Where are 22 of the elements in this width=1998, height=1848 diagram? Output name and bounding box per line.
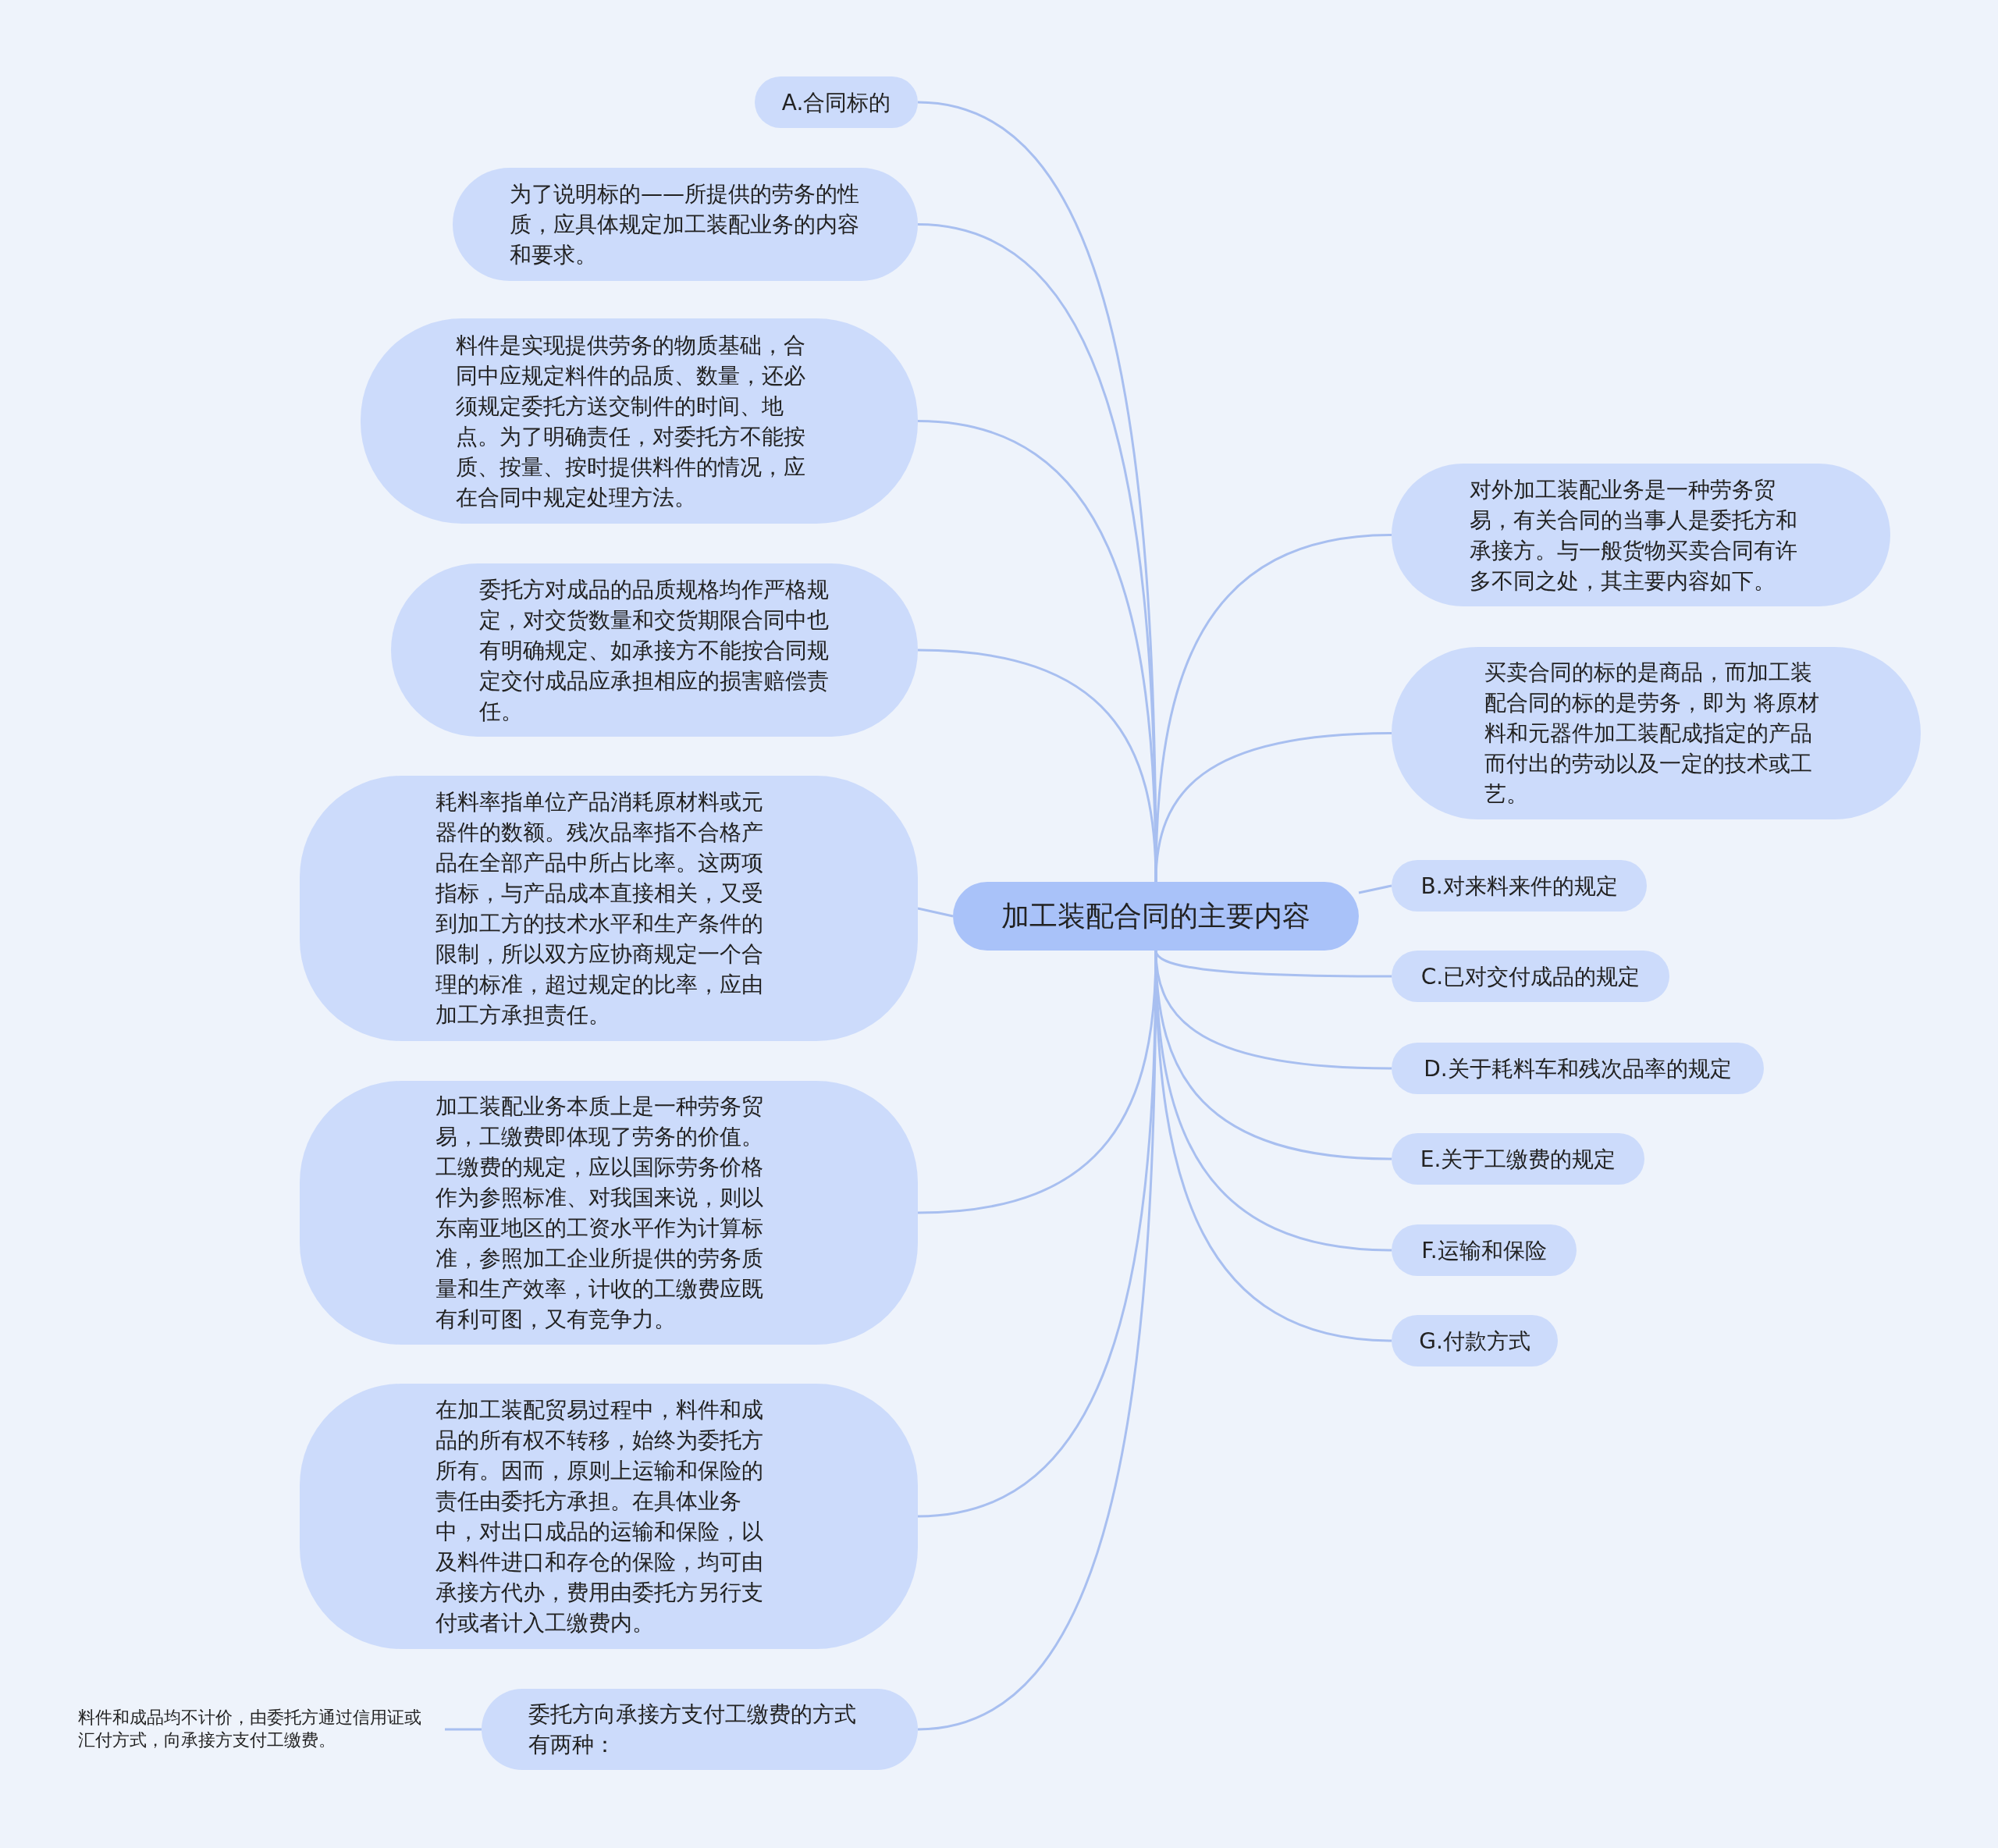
topic-text: 对外加工装配业务是一种劳务贸易，有关合同的当事人是委托方和承接方。与一般货物买卖合同有许多不同之处，其主要内容如下。 (1469, 475, 1798, 595)
topic-text: E.关于工缴费的规定 (1420, 1145, 1616, 1174)
topic-text: F.运输和保险 (1421, 1236, 1547, 1265)
topic-text: 委托方对成品的品质规格均作严格规定，对交货数量和交货期限合同中也有明确规定、如承接方不能按合同规定交付成品应承担相应的损害赔偿责任。 (478, 575, 830, 726)
connector-line (917, 907, 954, 918)
topic-text: 料件是实现提供劳务的物质基础，合同中应规定料件的品质、数量，还必须规定委托方送交制件的时间、地点。为了明确责任，对委托方不能按质、按量、按时提供料件的情况，应在合同中规定处理方法。 (456, 331, 806, 512)
topic-text: 为了说明标的——所提供的劳务的性质，应具体规定加工装配业务的内容和要求。 (510, 180, 860, 269)
connector-line (445, 1728, 482, 1731)
topic-text: G.付款方式 (1419, 1327, 1530, 1356)
connector-line (1154, 732, 1392, 883)
topic-text: 买卖合同的标的是商品，而加工装配合同的标的是劳务，即为 将原材料和元器件加工装配成指定的产品而付出的劳动以及一定的技术或工艺。 (1484, 659, 1820, 808)
topic-text: A.合同标的 (781, 88, 891, 117)
topic-text: 加工装配合同的主要内容 (1001, 899, 1310, 933)
connector-line (1358, 884, 1392, 894)
topic-text: D.关于耗料车和残次品率的规定 (1424, 1054, 1732, 1083)
topic-text: 加工装配业务本质上是一种劳务贸易，工缴费即体现了劳务的价值。工缴费的规定，应以国际劳务价格作为参照标准、对我国来说，则以东南亚地区的工资水平作为计算标准，参照加工企业所提供的劳务质量和生产效率，计收的工缴费应既有利可图，又有竞争力。 (435, 1093, 764, 1334)
topic-text: B.对来料来件的规定 (1420, 872, 1618, 901)
topic-text: 耗料率指单位产品消耗原材料或元器件的数额。残次品率指不合格产品在全部产品中所占比率。这两项指标，与产品成本直接相关，又受到加工方的技术水平和生产条件的限制，所以双方应协商规定一个合理的标准，超过规定的比率，应由加工方承担责任。 (435, 788, 764, 1029)
topic-text: 委托方向承接方支付工缴费的方式有两种： (528, 1701, 857, 1759)
note-text: 料件和成品均不计价，由委托方通过信用证或汇付方式，向承接方支付工缴费。 (78, 1707, 422, 1751)
topic-text: 在加工装配贸易过程中，料件和成品的所有权不转移，始终为委托方所有。因而，原则上运输和保险的责任由委托方承担。在具体业务中，对出口成品的运输和保险，以及料件进口和存仓的保险，均可由承接方代办，费用由委托方另行支付或者计入工缴费内。 (435, 1396, 764, 1637)
topic-text: C.已对交付成品的规定 (1420, 962, 1641, 991)
